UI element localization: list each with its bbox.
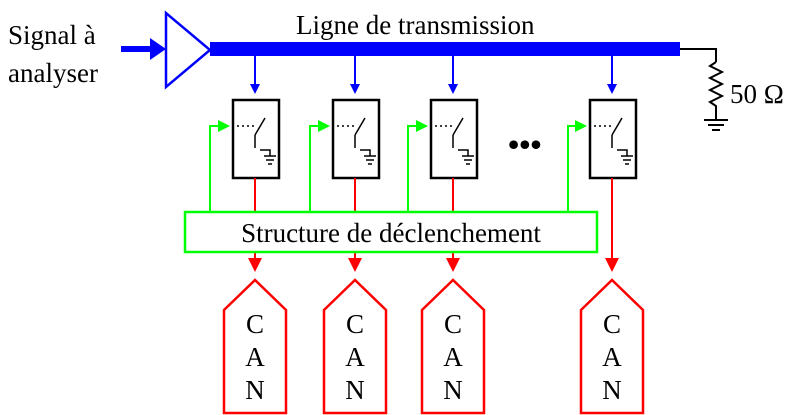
adc-letter-c: C [603,309,621,339]
adc-letter-n: N [345,375,365,405]
adc-block-4: C A N [579,278,645,415]
capacitor-ground-icon [360,149,376,165]
adc-letter-n: N [245,375,265,405]
switch-icon [254,117,266,136]
ellipsis: ••• [508,126,542,162]
track-hold-box [429,98,479,180]
sampler-unit-4 [567,56,638,272]
track-hold-box [231,98,281,180]
capacitor-ground-icon [617,149,633,165]
resistor-icon [707,61,725,120]
trigger-arrow [567,120,587,213]
input-label-line1: Signal à [8,20,96,50]
adc-block-3: C A N [420,278,486,415]
adc-outline [579,278,645,415]
adc-block-2: C A N [322,278,388,415]
adc-letter-a: A [602,342,622,372]
transmission-line [210,42,680,56]
trigger-structure-label: Structure de déclenchement [241,218,541,248]
trigger-structure-box [183,210,599,254]
input-label-line2: analyser [8,58,98,88]
adc-letter-c: C [444,309,462,339]
switch-icon [611,117,623,136]
adc-letter-c: C [346,309,364,339]
adc-outline [222,278,288,415]
adc-letter-n: N [602,375,622,405]
adc-letter-c: C [246,309,264,339]
adc-letter-a: A [245,342,265,372]
track-hold-box [331,98,381,180]
input-arrow-head [150,38,166,60]
transmission-line-label: Ligne de transmission [296,10,535,40]
switch-icon [452,117,464,136]
trigger-arrow [209,120,230,213]
trigger-arrow [309,120,330,213]
trigger-arrow [407,120,428,213]
termination-wire [680,48,717,62]
adc-block-1: C A N [222,278,288,415]
track-hold-box [588,98,638,180]
switch-icon [354,117,366,136]
buffer-amplifier-icon [164,10,212,90]
capacitor-ground-icon [260,149,276,165]
adc-outline [322,278,388,415]
adc-outline [420,278,486,415]
sampler-unit-3 [407,56,479,272]
adc-letter-a: A [345,342,365,372]
adc-letter-n: N [443,375,463,405]
adc-letter-a: A [443,342,463,372]
capacitor-ground-icon [458,149,474,165]
termination-label: 50 Ω [730,79,784,109]
